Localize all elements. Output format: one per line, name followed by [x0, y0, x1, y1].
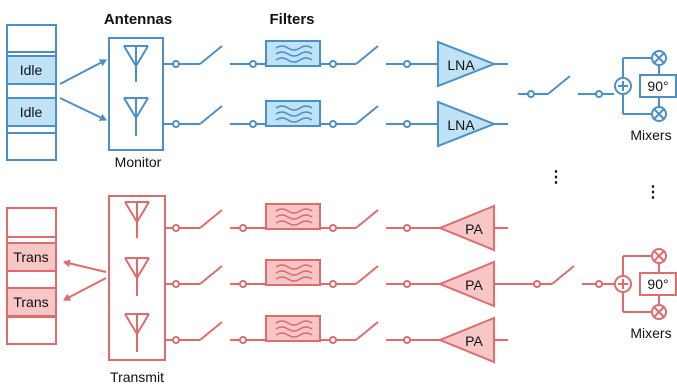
transmit-section — [6, 195, 677, 364]
rx-mixer-switch — [518, 75, 614, 98]
rx-slot-column — [6, 24, 57, 161]
rx-mixer-group — [614, 50, 677, 122]
tx-phase-label: 90° — [647, 276, 668, 292]
tx-slot-2-label: Trans — [13, 294, 48, 310]
antennas-header: Antennas — [104, 11, 172, 28]
pa-label-3: PA — [465, 333, 483, 349]
switch-icon[interactable] — [355, 321, 379, 341]
antenna-icon — [124, 201, 150, 238]
rx-arrow-2 — [59, 97, 107, 122]
tx-mixer-switch — [533, 265, 614, 288]
rx-slot-1-label: Idle — [20, 62, 43, 78]
tx-antenna-group-label: Transmit — [110, 369, 164, 385]
lna-label-2: LNA — [447, 117, 475, 133]
tx-slot-1[interactable] — [6, 242, 57, 272]
switch-icon[interactable] — [355, 209, 379, 229]
switch-icon[interactable] — [551, 265, 575, 285]
tx-arrow-2 — [63, 277, 107, 301]
ellipsis-2: ⋮ — [645, 184, 661, 201]
receive-section — [6, 24, 677, 161]
antenna-icon — [124, 313, 150, 352]
rx-slot-1[interactable] — [6, 55, 57, 85]
tx-chain-3 — [165, 315, 508, 364]
switch-icon[interactable] — [355, 105, 379, 125]
rx-arrow-1 — [59, 59, 107, 85]
rx-antenna-group-label: Monitor — [115, 154, 162, 170]
phase-shifter-box — [639, 74, 677, 98]
tx-arrow-1 — [63, 259, 107, 273]
tx-slot-2[interactable] — [6, 287, 57, 317]
rx-phase-label: 90° — [647, 78, 668, 94]
rx-slot-2[interactable] — [6, 97, 57, 127]
lna-amplifier — [437, 100, 497, 148]
rx-slot-2-label: Idle — [20, 104, 43, 120]
switch-icon[interactable] — [199, 265, 223, 285]
tx-chain-1 — [165, 203, 508, 252]
pa-label-1: PA — [465, 221, 483, 237]
tx-chain-2 — [165, 259, 534, 308]
switch-icon[interactable] — [547, 75, 571, 95]
lna-amplifier — [437, 40, 497, 88]
switch-icon[interactable] — [355, 265, 379, 285]
phase-shifter-box — [639, 272, 677, 296]
switch-icon[interactable] — [199, 45, 223, 65]
switch-icon[interactable] — [199, 105, 223, 125]
rx-chain-2 — [163, 100, 508, 148]
rx-mixers-label: Mixers — [630, 127, 671, 143]
tx-slot-1-label: Trans — [13, 249, 48, 265]
antenna-icon — [123, 97, 149, 136]
tx-slot-column — [6, 207, 57, 345]
pa-label-2: PA — [465, 277, 483, 293]
antenna-icon — [124, 257, 150, 296]
tx-mixers-label: Mixers — [630, 325, 671, 341]
tx-mixer-group — [614, 248, 677, 320]
switch-icon[interactable] — [199, 209, 223, 229]
lna-label-1: LNA — [447, 57, 475, 73]
switch-icon[interactable] — [355, 45, 379, 65]
antenna-icon — [123, 45, 149, 82]
rx-chain-1 — [163, 40, 508, 88]
switch-icon[interactable] — [199, 321, 223, 341]
filters-header: Filters — [269, 11, 314, 28]
ellipsis-1: ⋮ — [548, 169, 564, 186]
